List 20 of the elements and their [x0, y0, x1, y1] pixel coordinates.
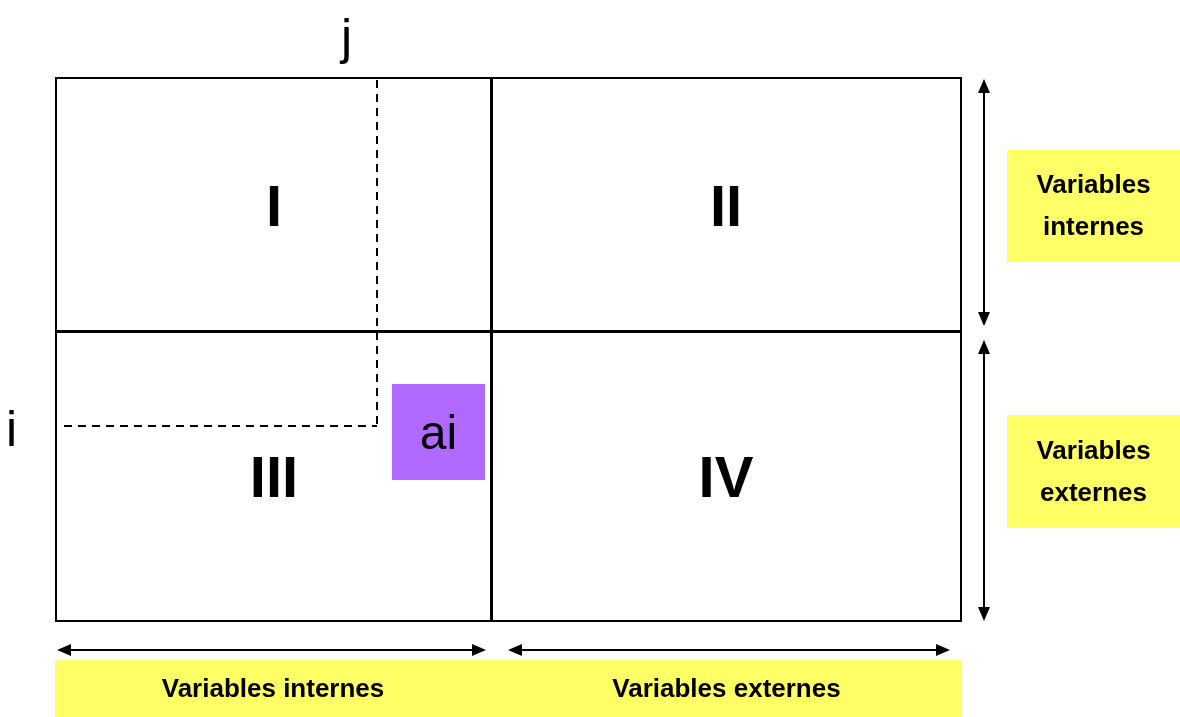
quadrant-box — [490, 330, 962, 622]
highlight-label-box — [1007, 415, 1180, 528]
highlight-label-box — [491, 660, 962, 717]
roman-numeral: II — [709, 171, 743, 239]
roman-numeral: IV — [698, 442, 754, 510]
roman-numeral: III — [249, 442, 299, 510]
index-label: i — [6, 400, 18, 458]
quadrant-box — [490, 77, 962, 333]
axis-label: Variables internes — [161, 671, 385, 705]
index-label: j — [341, 8, 353, 66]
matrix-element-box — [392, 384, 485, 480]
element-label: ai — [419, 404, 458, 460]
roman-numeral: I — [265, 171, 283, 239]
highlight-label-box — [1007, 150, 1180, 262]
axis-label: Variables externes — [1035, 433, 1152, 509]
quadrant-box — [55, 330, 493, 622]
axis-label: Variables internes — [1035, 168, 1152, 243]
highlight-label-box — [55, 660, 491, 717]
quadrant-box — [55, 77, 493, 333]
axis-label: Variables externes — [612, 671, 841, 705]
